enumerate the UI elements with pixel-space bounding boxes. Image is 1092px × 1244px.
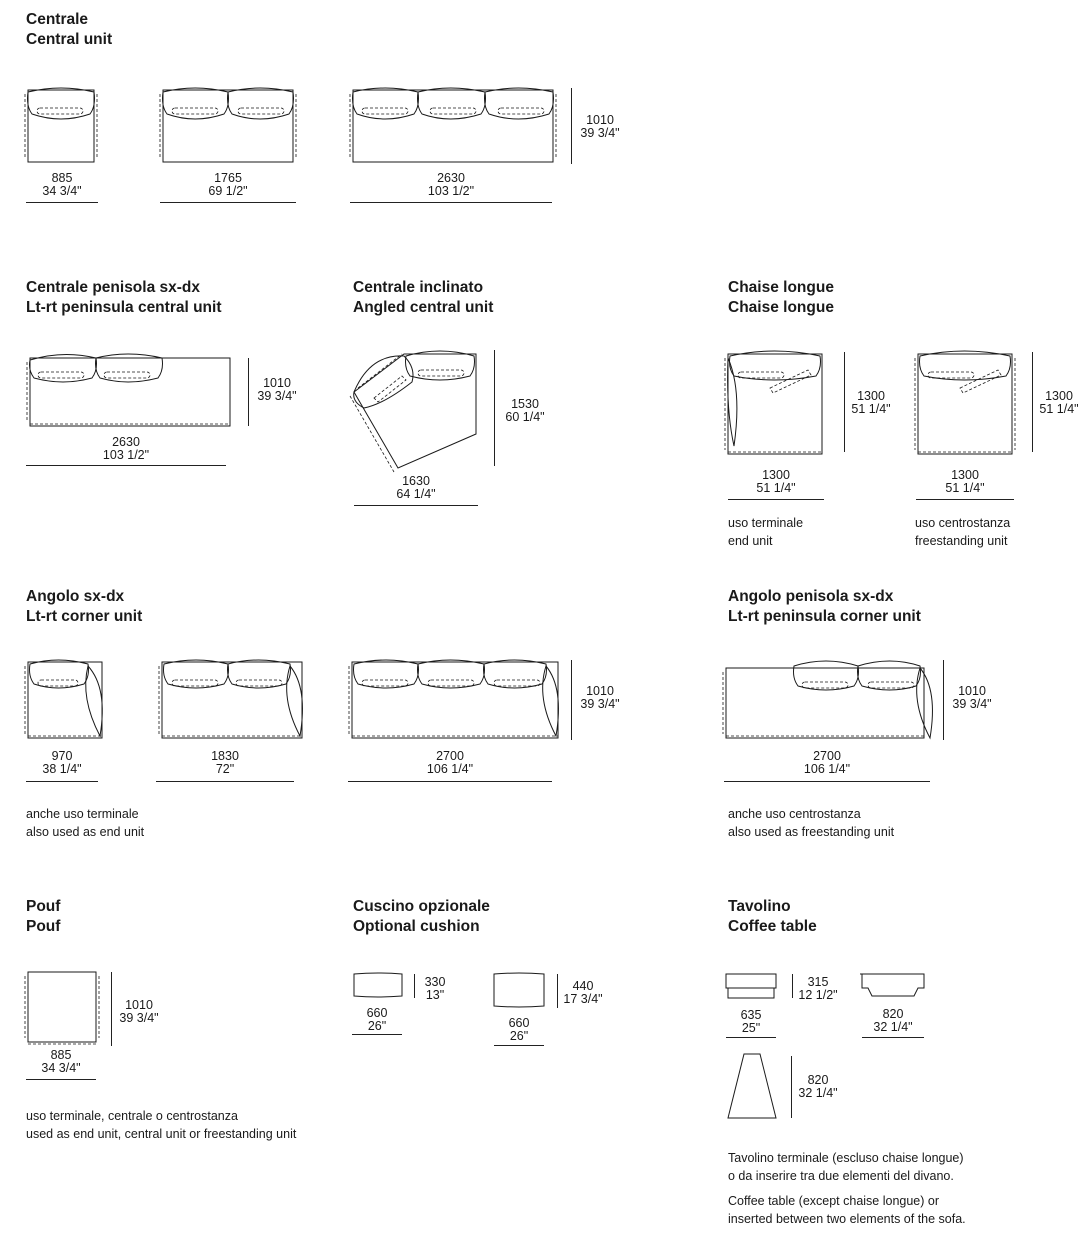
- section-title-tavolino: Tavolino Coffee table: [728, 898, 817, 935]
- dim-table-width: 635 25": [740, 1008, 762, 1035]
- dim-line-vertical: [791, 1056, 792, 1118]
- dim-line-vertical: [111, 972, 112, 1046]
- dim-line: [156, 781, 294, 782]
- dim-line-vertical: [571, 88, 572, 164]
- dim-line: [916, 499, 1014, 500]
- central-unit-3-seat-drawing: [349, 87, 557, 163]
- dim-table-side: 820 32 1/4": [873, 1007, 913, 1034]
- central-unit-1-seat-drawing: [24, 87, 98, 163]
- dim-line-vertical: [494, 350, 495, 466]
- peninsula-central-unit-drawing: [26, 353, 231, 427]
- dim-central-885: 885 34 3/4": [42, 171, 82, 198]
- dim-line: [348, 781, 552, 782]
- title-en: Central unit: [26, 31, 113, 48]
- section-title-angolo-penisola: Angolo penisola sx-dx Lt-rt peninsula co…: [728, 588, 921, 625]
- dim-penisola-depth: 1010 39 3/4": [257, 376, 297, 403]
- dim-chaise-1-width: 1300 51 1/4": [756, 468, 796, 495]
- dim-line-vertical: [943, 660, 944, 740]
- dim-chaise-2-width: 1300 51 1/4": [945, 468, 985, 495]
- note-pouf: uso terminale, centrale o centrostanza u…: [26, 1109, 297, 1141]
- note-angolo-penisola: anche uso centrostanza also used as free…: [728, 807, 895, 839]
- section-title-chaise: Chaise longue Chaise longue: [728, 279, 834, 316]
- chaise-longue-freestanding-drawing: [914, 350, 1016, 455]
- dim-line: [728, 499, 824, 500]
- angled-central-unit-drawing: [349, 350, 477, 473]
- dim-central-2630: 2630 103 1/2": [427, 171, 475, 198]
- dim-line: [26, 465, 226, 466]
- pouf-drawing: [24, 971, 100, 1045]
- dim-central-1765: 1765 69 1/2": [208, 171, 248, 198]
- dim-chaise-1-depth: 1300 51 1/4": [851, 389, 891, 416]
- dim-angolo-depth: 1010 39 3/4": [580, 684, 620, 711]
- corner-unit-3-seat-drawing: [348, 659, 559, 739]
- dim-chaise-2-depth: 1300 51 1/4": [1039, 389, 1079, 416]
- dim-angolo-970: 970 38 1/4": [42, 749, 82, 776]
- dim-cushion-1-depth: 330 13": [424, 975, 446, 1002]
- section-title-angolo: Angolo sx-dx Lt-rt corner unit: [26, 588, 143, 625]
- section-title-centrale: Centrale Central unit: [26, 10, 112, 50]
- section-title-inclinato: Centrale inclinato Angled central unit: [353, 279, 494, 316]
- dim-angolo-2700: 2700 106 1/4": [426, 749, 474, 776]
- note-chaise-1: uso terminale end unit: [728, 516, 804, 548]
- note-tavolino-en: Coffee table (except chaise longue) or i…: [728, 1194, 966, 1226]
- dim-line: [724, 781, 930, 782]
- dim-line: [26, 202, 98, 203]
- cushion-small-drawing: [353, 972, 403, 998]
- dim-line: [352, 1034, 402, 1035]
- dim-line-vertical: [844, 352, 845, 452]
- dim-angolo-penisola-depth: 1010 39 3/4": [952, 684, 992, 711]
- dim-cushion-1-width: 660 26": [366, 1006, 388, 1033]
- dim-line: [350, 202, 552, 203]
- dim-line: [726, 1037, 776, 1038]
- note-angolo: anche uso terminale also used as end uni…: [26, 807, 145, 839]
- dim-line-vertical: [792, 974, 793, 998]
- dim-table-top: 820 32 1/4": [798, 1073, 838, 1100]
- corner-unit-1-seat-drawing: [24, 659, 103, 739]
- dim-line: [26, 1079, 96, 1080]
- dim-inclinato-width: 1630 64 1/4": [396, 474, 436, 501]
- peninsula-corner-unit-drawing: [722, 660, 933, 740]
- note-chaise-2: uso centrostanza freestanding unit: [915, 516, 1011, 548]
- dim-line-vertical: [414, 974, 415, 998]
- dim-line: [26, 781, 98, 782]
- dim-line-vertical: [248, 358, 249, 426]
- section-title-pouf: Pouf Pouf: [26, 898, 61, 935]
- dim-penisola-width: 2630 103 1/2": [102, 435, 150, 462]
- dim-line: [494, 1045, 544, 1046]
- coffee-table-front-drawing: [725, 973, 777, 999]
- dim-central-depth: 1010 39 3/4": [580, 113, 620, 140]
- dim-angolo-penisola-width: 2700 106 1/4": [803, 749, 851, 776]
- section-title-cuscino: Cuscino opzionale Optional cushion: [353, 898, 490, 935]
- chaise-longue-end-unit-drawing: [724, 350, 823, 455]
- dim-line: [354, 505, 478, 506]
- coffee-table-side-drawing: [860, 973, 925, 997]
- corner-unit-2-seat-drawing: [158, 659, 303, 739]
- dim-pouf-depth: 1010 39 3/4": [119, 998, 159, 1025]
- dim-line: [160, 202, 296, 203]
- dim-table-height: 315 12 1/2": [798, 975, 838, 1002]
- dim-cushion-2-depth: 440 17 3/4": [563, 979, 603, 1006]
- dim-pouf-width: 885 34 3/4": [41, 1048, 81, 1075]
- dim-line-vertical: [1032, 352, 1033, 452]
- note-tavolino-it: Tavolino terminale (escluso chaise longu…: [728, 1151, 964, 1183]
- dim-line: [862, 1037, 924, 1038]
- section-title-penisola: Centrale penisola sx-dx Lt-rt peninsula …: [26, 279, 222, 316]
- dim-line-vertical: [571, 660, 572, 740]
- cushion-large-drawing: [493, 972, 545, 1008]
- coffee-table-top-drawing: [727, 1053, 777, 1119]
- title-it: Centrale: [26, 11, 89, 28]
- dim-line-vertical: [557, 974, 558, 1008]
- dim-inclinato-depth: 1530 60 1/4": [505, 397, 545, 424]
- dim-angolo-1830: 1830 72": [211, 749, 239, 776]
- dim-cushion-2-width: 660 26": [508, 1016, 530, 1043]
- central-unit-2-seat-drawing: [159, 87, 297, 163]
